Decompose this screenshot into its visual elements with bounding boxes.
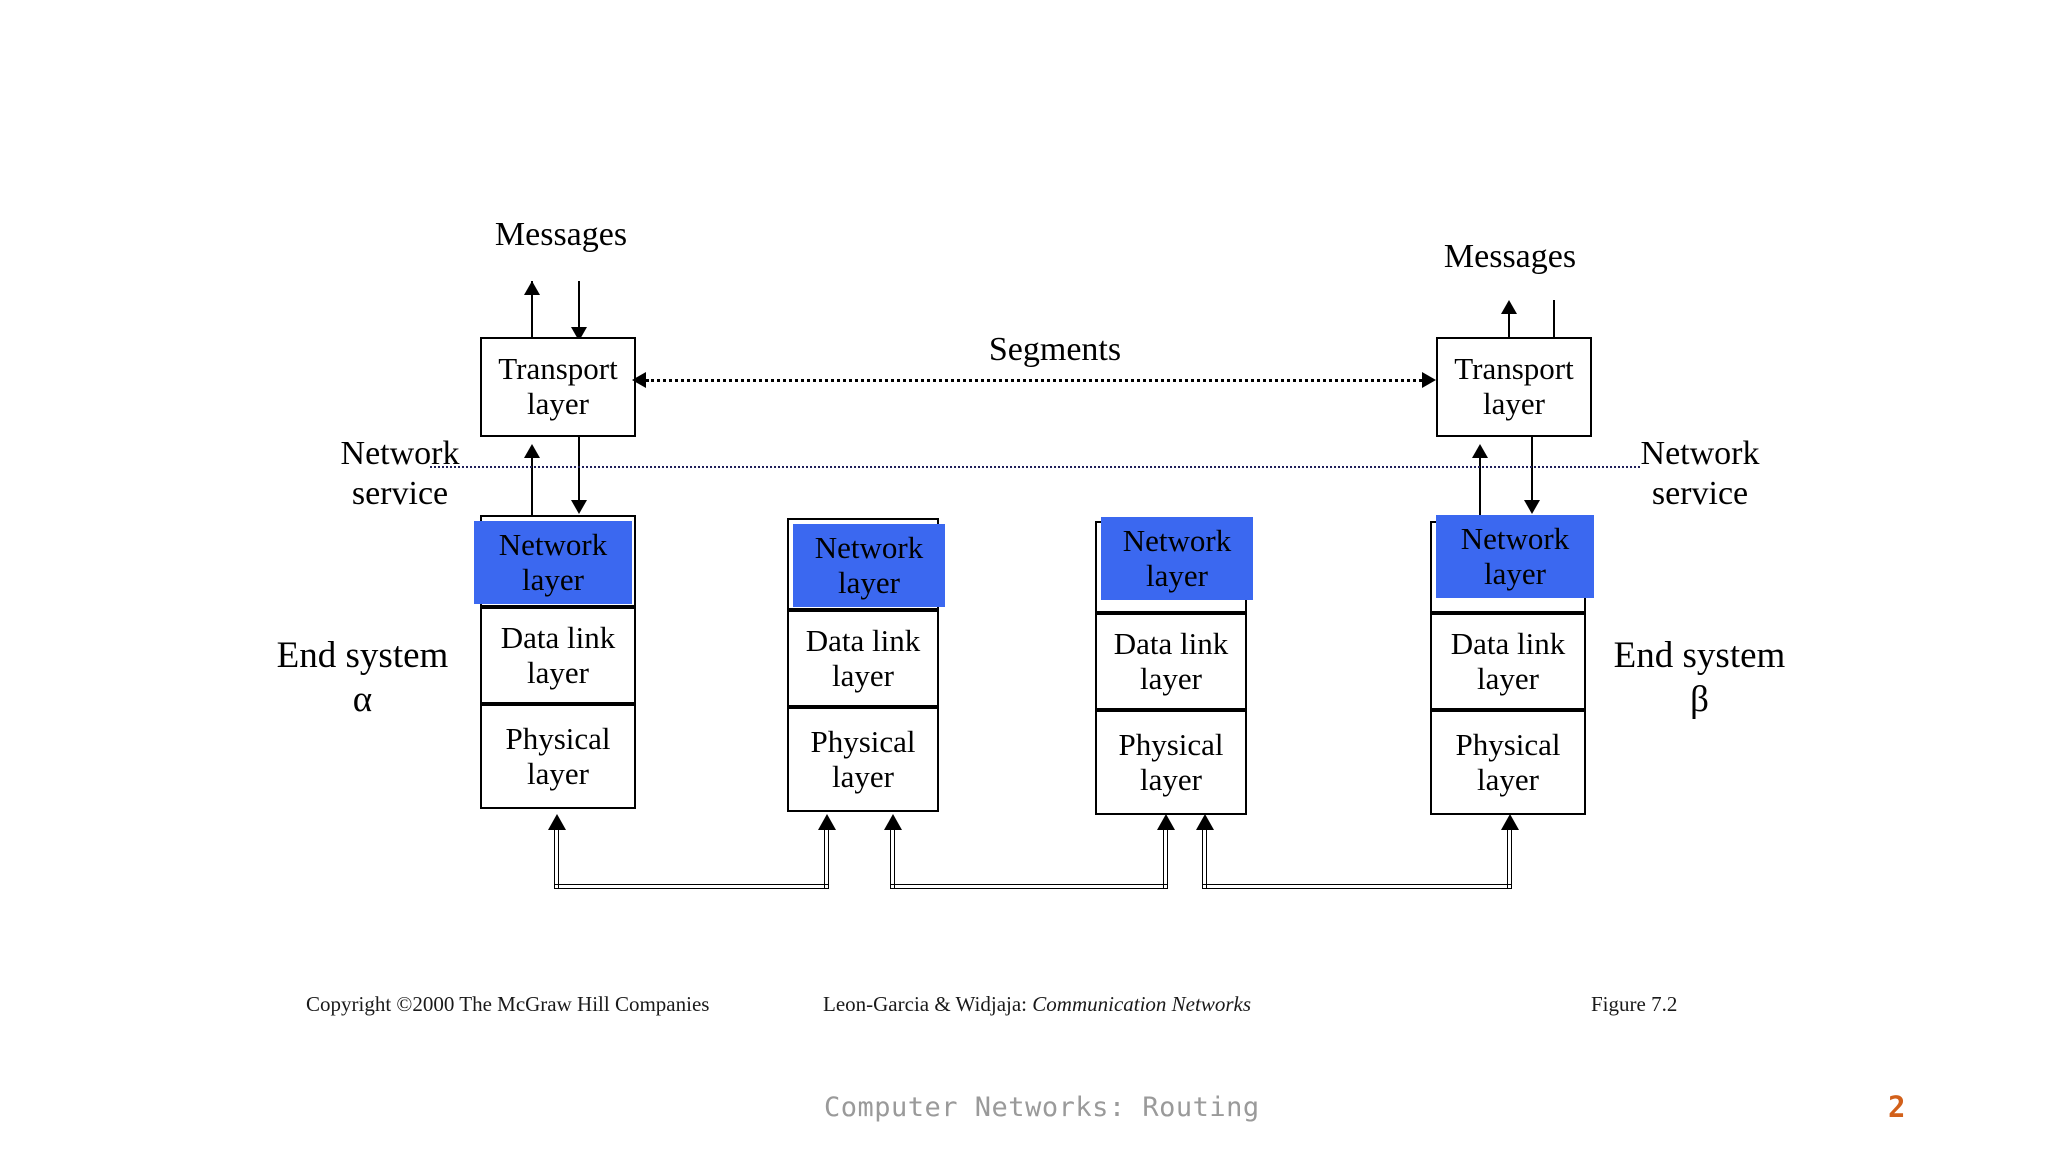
messages-label-left: Messages [494,216,628,253]
physical-link-horizontal-c [1202,884,1512,889]
physical-link-arrowhead-c-right [1501,814,1519,830]
messages-down-arrow-left [578,281,580,336]
network-service-down-arrowhead-right [1524,500,1540,514]
figure-label: Figure 7.2 [1591,992,1678,1016]
physical-layer-box-router-1[interactable]: Physical layer [787,707,939,812]
authors-text: Leon-Garcia & Widjaja: Communication Net… [823,992,1251,1017]
segments-dotted-line [646,379,1422,382]
end-system-label-alpha: End system α [276,635,449,720]
physical-link-arrowhead-a-left [548,814,566,830]
messages-down-arrow-right [1553,300,1555,353]
authors-names: Leon-Garcia & Widjaja: [823,992,1028,1016]
messages-up-arrow-left [531,281,533,341]
end-system-label-beta: End system β [1613,635,1786,720]
network-layer-box-alpha[interactable]: Network layer [474,521,632,604]
datalink-layer-label-router-1: Data link layer [805,622,921,693]
physical-layer-box-alpha[interactable]: Physical layer [480,704,636,809]
datalink-layer-box-alpha[interactable]: Data link layer [480,607,636,704]
network-service-down-arrow-right [1531,437,1533,503]
network-layer-box-router-1[interactable]: Network layer [793,524,945,607]
network-service-up-arrow-right [1479,450,1481,523]
physical-link-arrowhead-b-right [1157,814,1175,830]
network-layer-label-router-1: Network layer [814,529,924,600]
slide-footer-text: Computer Networks: Routing [824,1092,1260,1123]
physical-layer-box-beta[interactable]: Physical layer [1430,710,1586,815]
transport-layer-box-beta[interactable]: Transport layer [1436,337,1592,437]
physical-link-horizontal-a [554,884,829,889]
network-service-down-arrow-left [578,437,580,503]
page-number: 2 [1888,1090,1906,1124]
physical-layer-label-beta: Physical layer [1455,726,1561,797]
network-service-up-arrow-left [531,450,533,523]
network-layer-label-router-2: Network layer [1122,522,1232,593]
network-layer-box-beta[interactable]: Network layer [1436,515,1594,598]
datalink-layer-label-beta: Data link layer [1450,625,1566,696]
messages-label-right: Messages [1443,238,1577,275]
segments-label: Segments [988,331,1122,368]
messages-up-arrow-right [1508,302,1510,359]
datalink-layer-label-alpha: Data link layer [500,619,616,690]
messages-up-arrowhead-left [524,281,540,295]
physical-link-vertical-a-left [554,830,559,888]
segments-arrowhead-right [1422,372,1436,388]
physical-link-arrowhead-a-right [818,814,836,830]
segments-arrowhead-left [632,372,646,388]
physical-link-vertical-b-right [1163,830,1168,888]
network-service-down-arrowhead-left [571,500,587,514]
physical-layer-label-router-2: Physical layer [1118,726,1224,797]
physical-link-vertical-c-left [1202,830,1207,888]
physical-layer-box-router-2[interactable]: Physical layer [1095,710,1247,815]
datalink-layer-box-beta[interactable]: Data link layer [1430,613,1586,710]
network-service-label-right: Network service [1640,435,1760,513]
physical-link-vertical-b-left [890,830,895,888]
copyright-text: Copyright ©2000 The McGraw Hill Companie… [306,992,710,1016]
physical-link-horizontal-b [890,884,1168,889]
physical-link-vertical-a-right [824,830,829,888]
messages-up-arrowhead-right [1501,300,1517,314]
physical-link-vertical-c-right [1507,830,1512,888]
transport-layer-label-beta: Transport layer [1454,351,1574,421]
book-title: Communication Networks [1032,992,1252,1016]
datalink-layer-box-router-2[interactable]: Data link layer [1095,613,1247,710]
transport-layer-box-alpha[interactable]: Transport layer [480,337,636,437]
transport-layer-label-alpha: Transport layer [498,351,618,421]
network-service-label-left: Network service [340,435,460,513]
physical-link-arrowhead-c-left [1196,814,1214,830]
physical-layer-label-router-1: Physical layer [810,723,916,794]
datalink-layer-label-router-2: Data link layer [1113,625,1229,696]
datalink-layer-box-router-1[interactable]: Data link layer [787,610,939,707]
network-service-up-arrowhead-left [524,444,540,458]
physical-link-arrowhead-b-left [884,814,902,830]
network-layer-box-router-2[interactable]: Network layer [1101,517,1253,600]
network-service-up-arrowhead-right [1472,444,1488,458]
physical-layer-label-alpha: Physical layer [505,720,611,791]
network-service-dotted-line [430,466,1640,468]
network-layer-label-alpha: Network layer [498,526,608,597]
network-layer-label-beta: Network layer [1460,520,1570,591]
